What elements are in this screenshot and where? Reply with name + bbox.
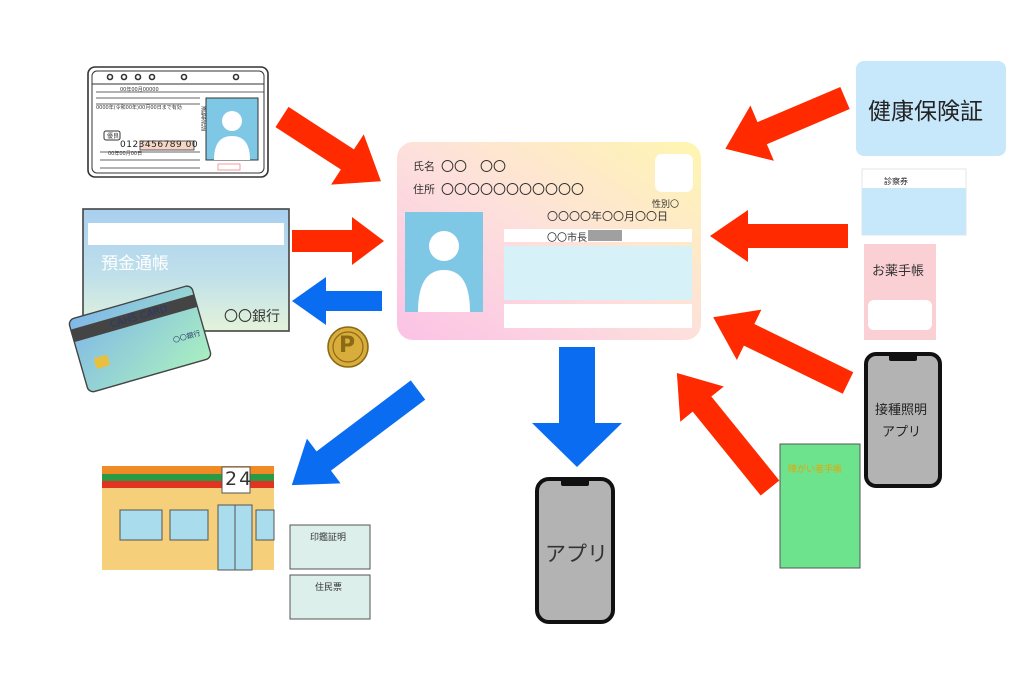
arrow-exam-ticket-to-card: [710, 210, 848, 262]
arrow-vaccine-app-to-card: [713, 309, 854, 394]
doc2-label: 住民票: [315, 583, 343, 593]
arrow-license-to-card: [275, 106, 381, 185]
license-number: 0123456789 00: [120, 140, 199, 150]
medicine-book-label: お薬手帳: [872, 264, 925, 279]
app-phone-label: アプリ: [545, 542, 608, 566]
arrow-insurance-to-card: [725, 86, 850, 161]
bankbook-title: 預金通帳: [101, 254, 169, 274]
bankbook-bank: 〇〇銀行: [224, 309, 280, 325]
doc-seal-certificate: [289, 524, 371, 570]
license-tag: 優良: [107, 133, 120, 140]
point-coin: [327, 326, 369, 368]
exam-ticket: [861, 168, 967, 236]
license-row: 00年00月00日: [108, 151, 143, 157]
arrow-bankbook-to-card: [292, 217, 384, 265]
vaccine-phone: [864, 352, 942, 488]
exam-ticket-label: 診察券: [884, 177, 908, 186]
license-vertical-label: 運転免許証: [200, 106, 206, 131]
arrow-disability-to-card: [676, 372, 780, 496]
card-sex: 性別〇: [652, 200, 680, 210]
disability-label: 障がい者手帳: [788, 465, 843, 475]
doc-resident-record: [289, 574, 371, 620]
license-expiry: 0000年(令和00年)00月00日まで有効: [96, 105, 182, 111]
card-birthdate: 〇〇〇〇年〇〇月〇〇日: [547, 210, 668, 223]
app-phone: [535, 477, 615, 624]
card-address-value: 〇〇〇〇〇〇〇〇〇〇〇: [441, 183, 585, 198]
arrow-card-to-app: [532, 347, 622, 467]
doc1-label: 印鑑証明: [310, 533, 347, 543]
card-name-value: 〇〇 〇〇: [441, 160, 507, 175]
medicine-notebook: [864, 244, 936, 340]
license-misc: 00年00月00000: [120, 87, 159, 93]
drivers-license: [87, 66, 269, 178]
vaccine-app-label-1: 接種照明: [875, 403, 928, 418]
card-name-label: 氏名: [413, 160, 435, 173]
convenience-store: [102, 466, 275, 571]
disability-handbook: [779, 443, 861, 569]
store-sign: 24: [225, 468, 254, 490]
insurance-card: [856, 61, 1006, 156]
arrow-card-to-bankbook: [292, 277, 382, 325]
insurance-label: 健康保険証: [868, 99, 983, 125]
coin-symbol: P: [339, 333, 356, 358]
card-address-label: 住所: [413, 183, 435, 196]
arrow-card-to-store: [291, 380, 426, 486]
card-issuer: 〇〇市長: [547, 233, 587, 244]
cash-card: [68, 285, 212, 393]
mynumber-card: [397, 142, 701, 340]
vaccine-app-label-2: アプリ: [882, 425, 922, 440]
